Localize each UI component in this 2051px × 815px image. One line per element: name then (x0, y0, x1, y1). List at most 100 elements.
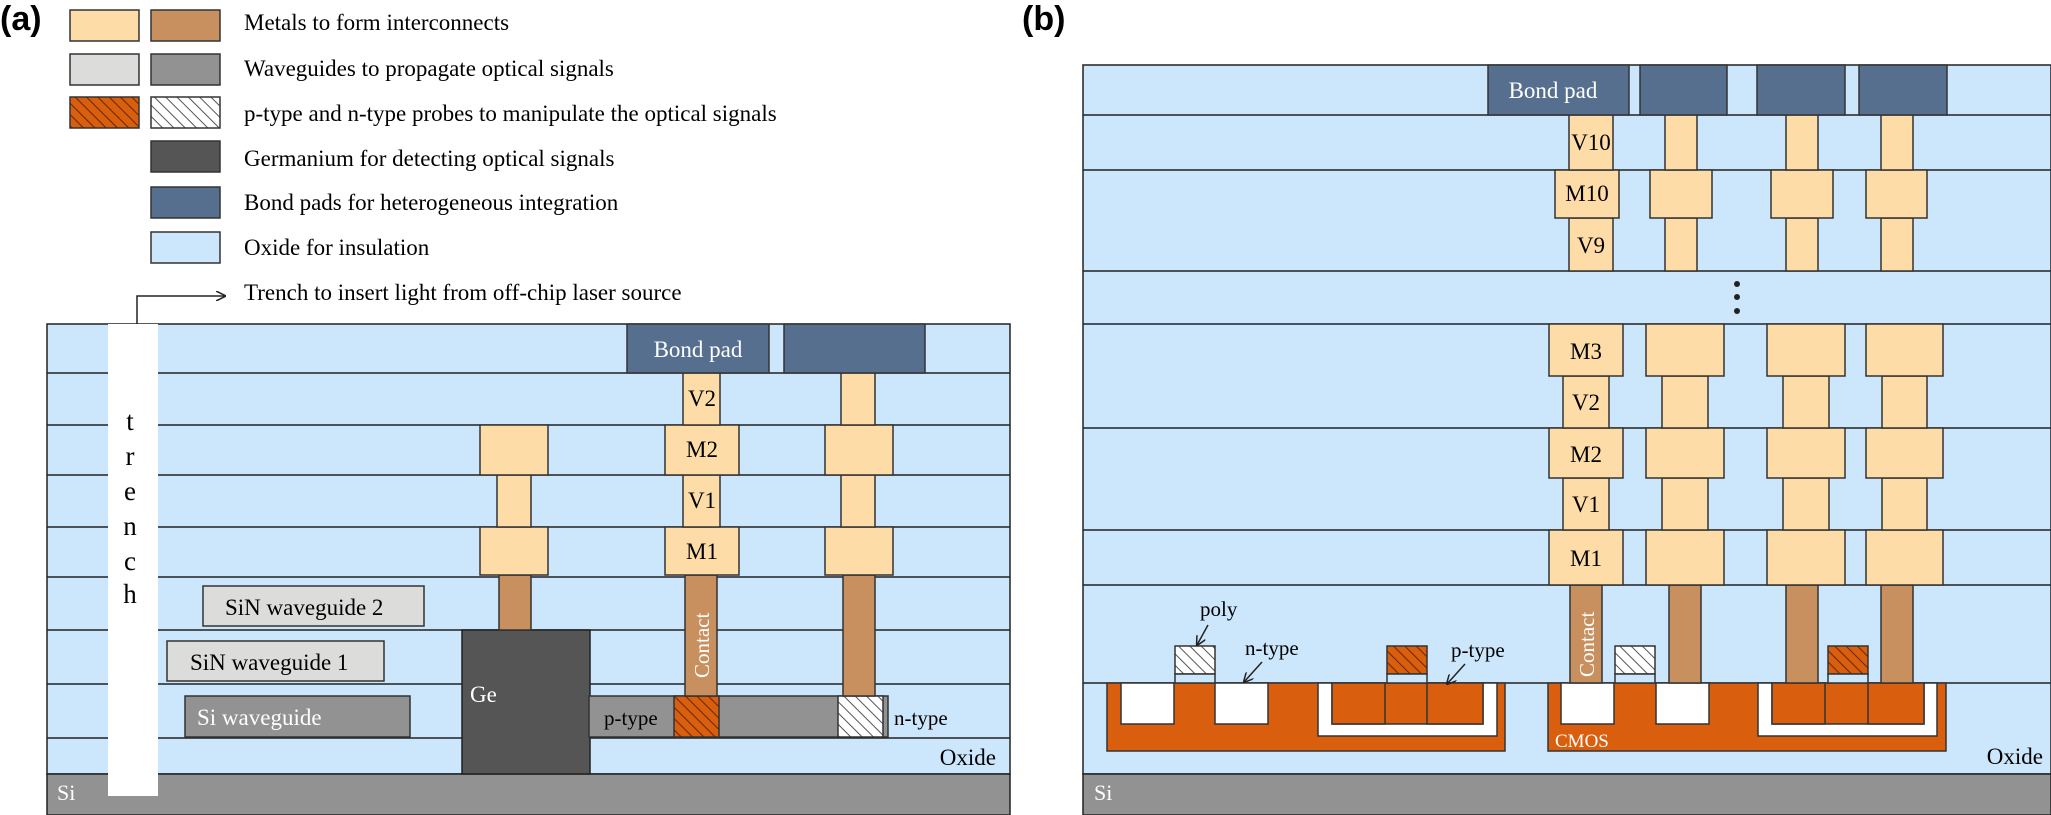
a-bond-pad-1 (626, 323, 770, 374)
a-sin-waveguide-1-label: SiN waveguide 1 (190, 650, 348, 675)
b-m2-label: M2 (1570, 442, 1602, 467)
a-n-m2 (824, 424, 894, 476)
a-m1-label: M1 (686, 539, 718, 564)
a-si-waveguide (184, 695, 411, 738)
a-p-type-label: p-type (604, 706, 658, 730)
legend-label-oxide: Oxide for insulation (244, 235, 430, 260)
b-s1-m3 (1548, 323, 1624, 377)
a-n-v1 (840, 474, 876, 528)
a-p-contact (684, 574, 718, 697)
trench-arrow-icon (136, 296, 225, 328)
b-s3-m10 (1770, 169, 1834, 219)
b-left-p-gate-oxide (1386, 673, 1428, 684)
b-s3-v10 (1785, 114, 1819, 171)
b-bond-pad-label: Bond pad (1509, 78, 1598, 103)
b-s3-v1 (1782, 477, 1830, 531)
a-ge-label: Ge (470, 682, 497, 707)
a-ge-contact (498, 574, 532, 631)
legend-swatch-metal-light (69, 9, 140, 42)
b-v9-label: V9 (1577, 233, 1605, 258)
a-ge-v1 (496, 474, 532, 528)
b-n-type-arrow-icon (1244, 661, 1263, 682)
b-cmos-p-gate-oxide (1827, 673, 1869, 684)
b-s3-m2 (1766, 427, 1846, 479)
b-s1-m2 (1548, 427, 1624, 479)
b-left-nplus-2 (1214, 682, 1269, 725)
b-left-pplus-1 (1331, 682, 1386, 725)
b-bond-pad-4 (1858, 64, 1948, 116)
b-s3-v9 (1785, 217, 1819, 272)
b-s1-v10 (1568, 114, 1614, 171)
b-left-pplus-2 (1426, 682, 1484, 725)
panel-b-label: (b) (1022, 0, 1065, 38)
a-bond-pad-label: Bond pad (654, 337, 743, 362)
a-ge-m1 (479, 526, 549, 576)
panel-a: Si t r e n c h SiN waveguide 2 SiN waveg… (46, 323, 1011, 815)
svg-text:n: n (123, 511, 137, 541)
a-trench (108, 324, 158, 796)
b-bond-pad-2 (1639, 64, 1728, 116)
b-cmos-poly-oxide (1614, 673, 1656, 684)
b-s4-m3 (1865, 323, 1944, 377)
a-trench-letters: t r e n c h (123, 406, 137, 609)
b-v10-label: V10 (1571, 130, 1611, 155)
legend-swatch-metal-dark (150, 9, 221, 42)
b-s2-m3 (1645, 323, 1725, 377)
a-n-contact (842, 574, 876, 697)
b-s4-contact (1880, 584, 1914, 684)
b-s2-m10 (1649, 169, 1713, 219)
b-left-poly-gate (1174, 645, 1216, 675)
b-m1-label: M1 (1570, 546, 1602, 571)
b-cmos-p-gate (1827, 645, 1869, 675)
b-s2-v10 (1664, 114, 1698, 171)
legend: Metals to form interconnects Waveguides … (69, 9, 777, 328)
a-si-label: Si (57, 780, 75, 805)
b-n-type-label: n-type (1245, 636, 1299, 660)
a-germanium (461, 629, 591, 775)
a-sin-waveguide-1 (166, 640, 385, 682)
a-p-v1 (682, 474, 721, 528)
legend-swatch-probe-n (150, 96, 221, 129)
a-p-type-probe (673, 695, 720, 738)
b-s4-v10 (1880, 114, 1914, 171)
b-s2-contact (1668, 584, 1702, 684)
b-s3-v2 (1782, 375, 1830, 429)
a-n-m1 (824, 526, 894, 576)
b-v2-label: V2 (1572, 390, 1600, 415)
b-s1-m1 (1548, 529, 1624, 586)
panel-a-label: (a) (0, 0, 42, 38)
panel-b: Si poly n-type p-type (1082, 64, 2051, 815)
a-p-m1 (664, 526, 740, 576)
b-cmos-pplus-1 (1771, 682, 1826, 725)
b-contact-label: Contact (1575, 612, 1599, 677)
legend-label-probes: p-type and n-type probes to manipulate t… (244, 101, 777, 126)
b-s2-v2 (1661, 375, 1709, 429)
svg-text:r: r (126, 441, 135, 471)
b-cmos-label: CMOS (1555, 731, 1609, 752)
svg-text:h: h (123, 579, 137, 609)
b-s4-m1 (1865, 529, 1944, 586)
b-s2-m1 (1645, 529, 1725, 586)
svg-text:c: c (124, 546, 136, 576)
legend-label-waveguides: Waveguides to propagate optical signals (244, 56, 614, 81)
legend-label-trench: Trench to insert light from off-chip las… (244, 280, 682, 305)
b-cmos-nplus-2 (1655, 682, 1710, 725)
b-bond-pad-1 (1487, 64, 1630, 116)
b-left-p-gate (1386, 645, 1428, 675)
a-si-waveguide-label: Si waveguide (197, 705, 322, 730)
legend-swatch-oxide (150, 231, 221, 264)
b-cmos-nplus-1 (1560, 682, 1615, 725)
b-left-nplus-1 (1120, 682, 1175, 725)
b-s2-v9 (1664, 217, 1698, 272)
b-s4-m2 (1865, 427, 1944, 479)
b-s1-m10 (1554, 169, 1620, 219)
a-contact-label: Contact (690, 613, 714, 678)
legend-label-metals: Metals to form interconnects (244, 10, 509, 35)
a-si-substrate (46, 773, 1011, 815)
b-s1-v9 (1568, 217, 1614, 272)
b-si-label: Si (1094, 780, 1112, 805)
a-p-v2 (682, 372, 721, 426)
a-sin-waveguide-2-label: SiN waveguide 2 (225, 595, 383, 620)
b-s4-m10 (1865, 169, 1928, 219)
